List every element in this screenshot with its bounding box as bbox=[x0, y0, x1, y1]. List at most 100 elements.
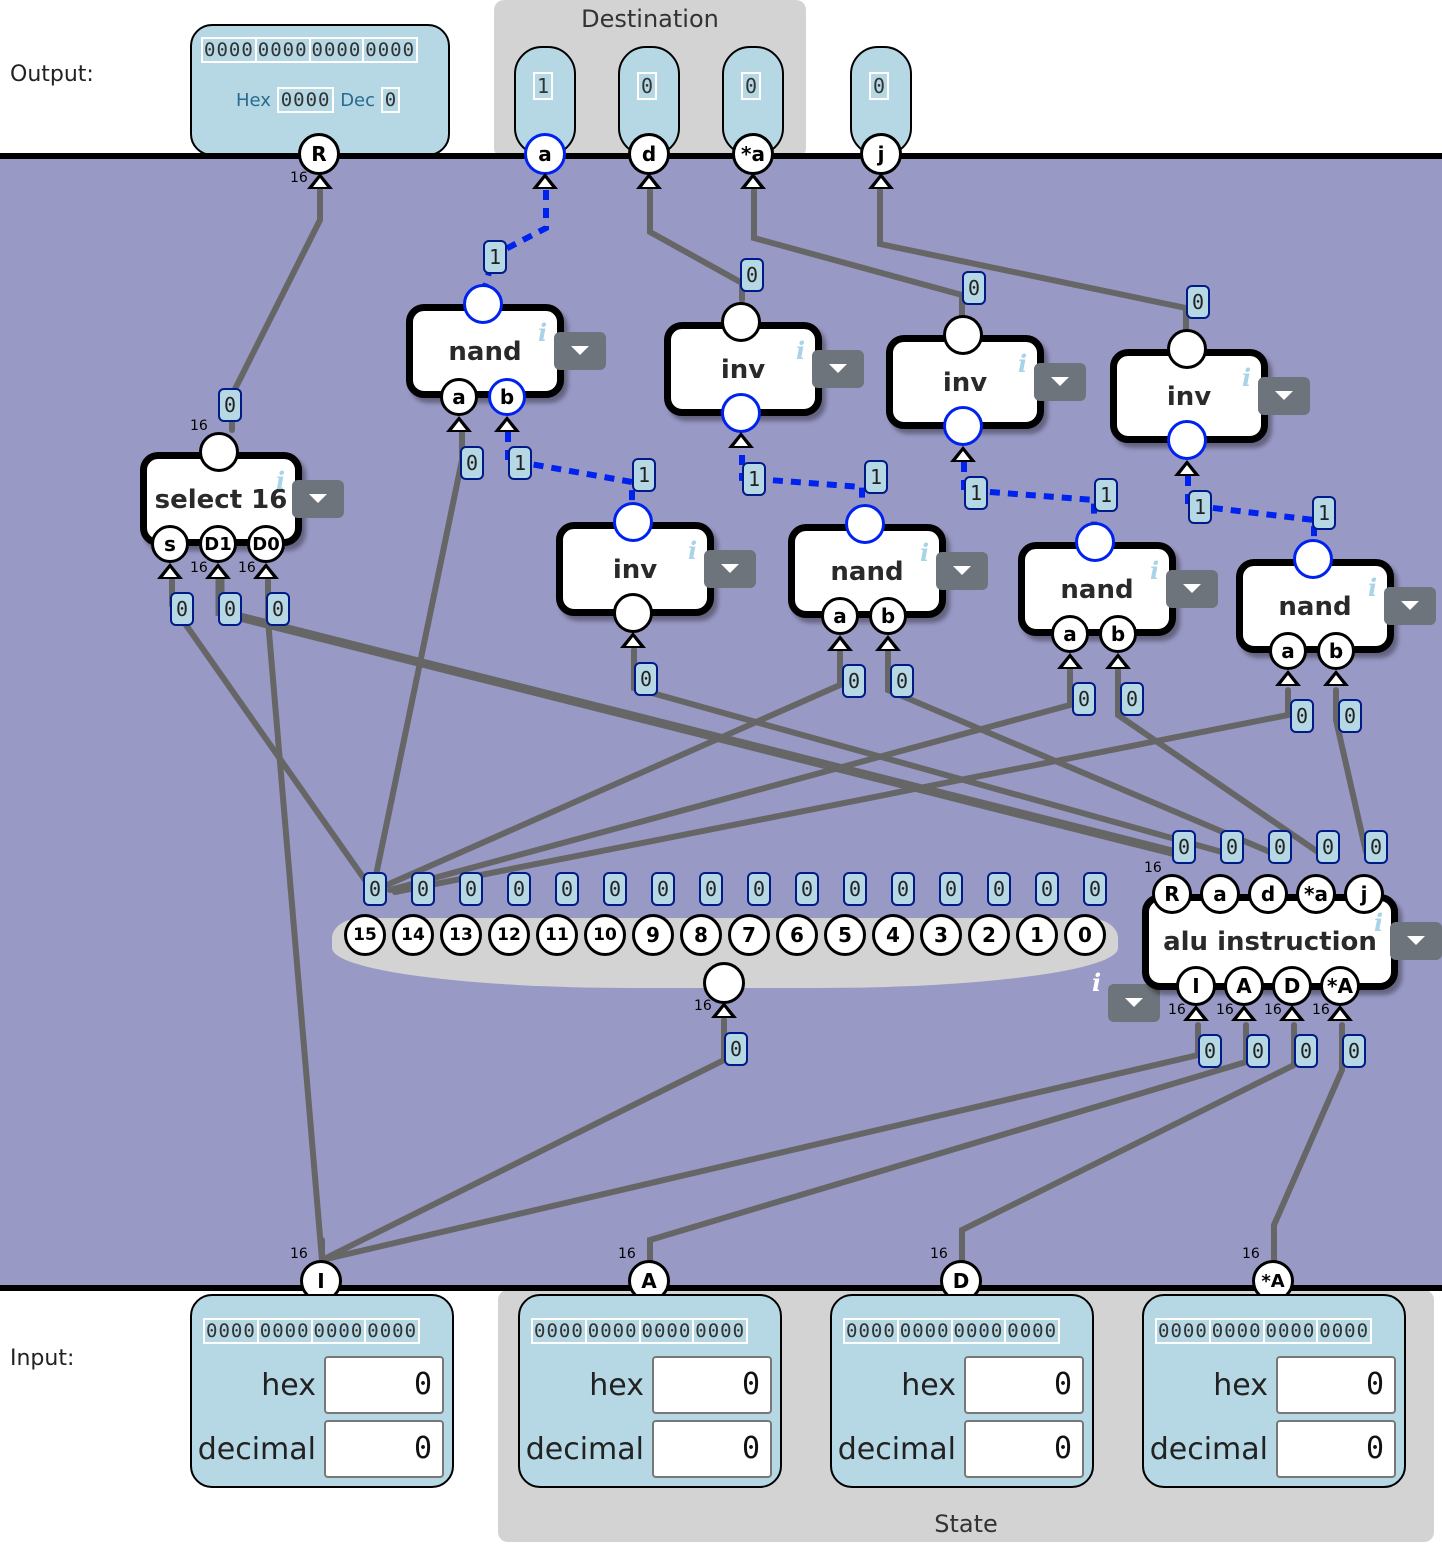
splitter-bit-pin-2[interactable]: 2 bbox=[968, 914, 1010, 956]
input-A-decimal-field[interactable]: 0 bbox=[652, 1420, 772, 1478]
input-A-hex-field[interactable]: 0 bbox=[652, 1356, 772, 1414]
output-pin-j[interactable]: j bbox=[860, 133, 902, 175]
splitter-bit-pin-0[interactable]: 0 bbox=[1064, 914, 1106, 956]
inv-j-output-pin[interactable] bbox=[1167, 329, 1207, 369]
info-icon[interactable]: i bbox=[538, 318, 548, 347]
splitter-bit-pin-5[interactable]: 5 bbox=[824, 914, 866, 956]
select16-input-d0[interactable]: D0 bbox=[247, 525, 285, 563]
alu-output-pin-R[interactable]: R bbox=[1152, 874, 1192, 914]
splitter-bit-pin-3[interactable]: 3 bbox=[920, 914, 962, 956]
splitter-bit-pin-14[interactable]: 14 bbox=[392, 914, 434, 956]
info-icon[interactable]: i bbox=[1374, 908, 1384, 937]
input-I-hex-field[interactable]: 0 bbox=[324, 1356, 444, 1414]
nand-2-output-pin[interactable] bbox=[1075, 522, 1115, 562]
output-pin-R[interactable]: R bbox=[298, 133, 340, 175]
bit-group[interactable]: 0000 bbox=[313, 1320, 367, 1342]
inv-mid-input-pin[interactable] bbox=[613, 593, 653, 633]
inv-star-a-output-pin[interactable] bbox=[943, 315, 983, 355]
nand-1-output-pin[interactable] bbox=[845, 504, 885, 544]
gate-menu-button[interactable] bbox=[812, 350, 864, 388]
info-icon[interactable]: i bbox=[1018, 349, 1028, 378]
nand-3-input-a[interactable]: a bbox=[1269, 632, 1307, 670]
splitter-bit-pin-7[interactable]: 7 bbox=[728, 914, 770, 956]
inv-d-input-pin[interactable] bbox=[721, 393, 761, 433]
alu-output-pin-j[interactable]: j bbox=[1344, 874, 1384, 914]
alu-output-pin-d[interactable]: d bbox=[1248, 874, 1288, 914]
info-icon[interactable]: i bbox=[1150, 556, 1160, 585]
bit-group[interactable]: 0000 bbox=[899, 1320, 953, 1342]
bit-group[interactable]: 0000 bbox=[1157, 1320, 1211, 1342]
input-D-decimal-field[interactable]: 0 bbox=[964, 1420, 1084, 1478]
splitter-bit-pin-4[interactable]: 4 bbox=[872, 914, 914, 956]
nand-1-input-b[interactable]: b bbox=[869, 597, 907, 635]
info-icon[interactable]: i bbox=[1092, 968, 1102, 997]
input-I-decimal-field[interactable]: 0 bbox=[324, 1420, 444, 1478]
info-icon[interactable]: i bbox=[796, 336, 806, 365]
info-icon[interactable]: i bbox=[1242, 363, 1252, 392]
nand-top-input-b[interactable]: b bbox=[488, 378, 526, 416]
nand-3-output-pin[interactable] bbox=[1293, 539, 1333, 579]
select16-input-s[interactable]: s bbox=[151, 525, 189, 563]
splitter-bit-pin-1[interactable]: 1 bbox=[1016, 914, 1058, 956]
bit-group[interactable]: 0000 bbox=[1007, 1320, 1058, 1342]
output-pin-star-a[interactable]: *a bbox=[732, 133, 774, 175]
nand-1-input-a[interactable]: a bbox=[821, 597, 859, 635]
nand-2-input-a[interactable]: a bbox=[1051, 615, 1089, 653]
nand-3-input-b[interactable]: b bbox=[1317, 632, 1355, 670]
bit-group[interactable]: 0000 bbox=[953, 1320, 1007, 1342]
input-D-hex-field[interactable]: 0 bbox=[964, 1356, 1084, 1414]
bit-group[interactable]: 0000 bbox=[205, 1320, 259, 1342]
info-icon[interactable]: i bbox=[276, 466, 286, 495]
gate-menu-button[interactable] bbox=[704, 550, 756, 588]
bit-group[interactable]: 0000 bbox=[1265, 1320, 1319, 1342]
alu-input-pin-D[interactable]: D bbox=[1272, 966, 1312, 1006]
info-icon[interactable]: i bbox=[688, 536, 698, 565]
bit-group[interactable]: 0000 bbox=[1211, 1320, 1265, 1342]
gate-menu-button[interactable] bbox=[1384, 587, 1436, 625]
bit-group[interactable]: 0000 bbox=[587, 1320, 641, 1342]
bit-group[interactable]: 0000 bbox=[845, 1320, 899, 1342]
bit-group[interactable]: 0000 bbox=[641, 1320, 695, 1342]
splitter-bit-pin-8[interactable]: 8 bbox=[680, 914, 722, 956]
gate-menu-button[interactable] bbox=[1034, 363, 1086, 401]
nand-top-output-pin[interactable] bbox=[463, 284, 503, 324]
splitter-menu-button[interactable] bbox=[1108, 984, 1160, 1022]
splitter-bit-pin-6[interactable]: 6 bbox=[776, 914, 818, 956]
splitter-bit-pin-10[interactable]: 10 bbox=[584, 914, 626, 956]
select16-output-pin[interactable] bbox=[199, 432, 239, 472]
inv-star-a-input-pin[interactable] bbox=[943, 406, 983, 446]
nand-2-input-b[interactable]: b bbox=[1099, 615, 1137, 653]
bit-group[interactable]: 0000 bbox=[367, 1320, 418, 1342]
gate-menu-button[interactable] bbox=[292, 480, 344, 518]
info-icon[interactable]: i bbox=[920, 538, 930, 567]
bit-group[interactable]: 0000 bbox=[259, 1320, 313, 1342]
inv-d-output-pin[interactable] bbox=[721, 302, 761, 342]
info-icon[interactable]: i bbox=[1368, 573, 1378, 602]
bit-group[interactable]: 0000 bbox=[533, 1320, 587, 1342]
splitter-bit-pin-15[interactable]: 15 bbox=[344, 914, 386, 956]
input-star-A-decimal-field[interactable]: 0 bbox=[1276, 1420, 1396, 1478]
select16-input-d1[interactable]: D1 bbox=[199, 525, 237, 563]
output-pin-a[interactable]: a bbox=[524, 133, 566, 175]
alu-input-pin-star-A[interactable]: *A bbox=[1320, 966, 1360, 1006]
bit-group[interactable]: 0000 bbox=[695, 1320, 746, 1342]
nand-top-input-a[interactable]: a bbox=[440, 378, 478, 416]
alu-menu-button[interactable] bbox=[1390, 922, 1442, 960]
inv-mid-output-pin[interactable] bbox=[613, 502, 653, 542]
alu-input-pin-I[interactable]: I bbox=[1176, 966, 1216, 1006]
splitter-bit-pin-13[interactable]: 13 bbox=[440, 914, 482, 956]
gate-menu-button[interactable] bbox=[554, 332, 606, 370]
alu-input-pin-A[interactable]: A bbox=[1224, 966, 1264, 1006]
alu-output-pin-a[interactable]: a bbox=[1200, 874, 1240, 914]
gate-menu-button[interactable] bbox=[1166, 570, 1218, 608]
gate-menu-button[interactable] bbox=[936, 552, 988, 590]
splitter-bit-pin-11[interactable]: 11 bbox=[536, 914, 578, 956]
alu-output-pin-star-a[interactable]: *a bbox=[1296, 874, 1336, 914]
gate-menu-button[interactable] bbox=[1258, 377, 1310, 415]
splitter-bit-pin-9[interactable]: 9 bbox=[632, 914, 674, 956]
bit-group[interactable]: 0000 bbox=[1319, 1320, 1370, 1342]
